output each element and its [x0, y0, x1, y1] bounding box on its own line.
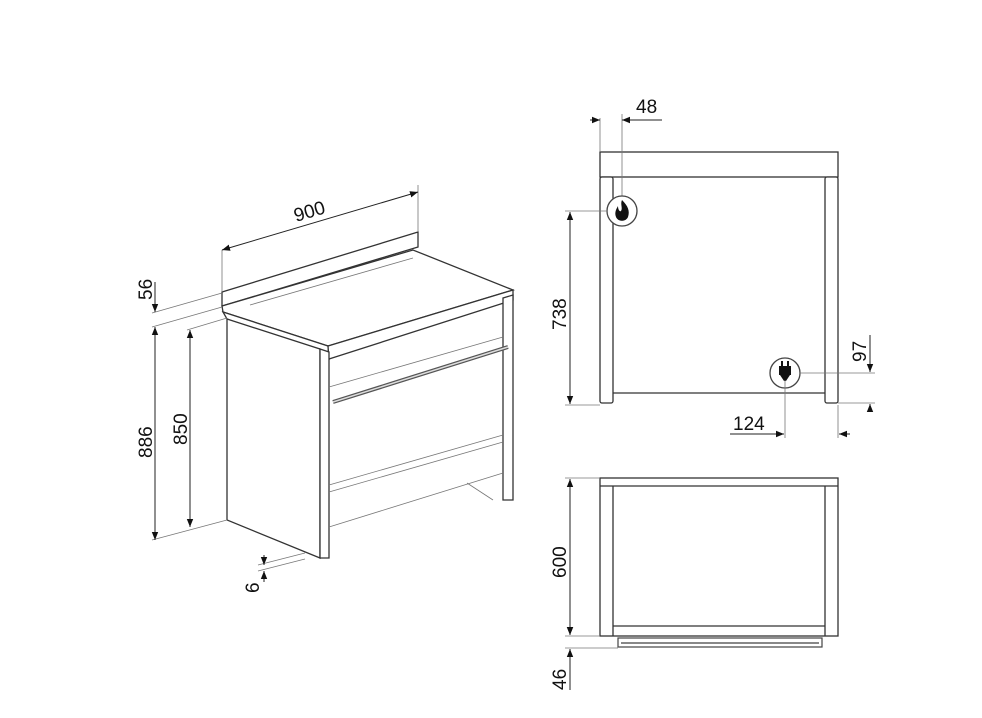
plug-icon — [779, 361, 791, 381]
total-height-label: 886 — [136, 426, 157, 458]
right-pillar — [502, 294, 514, 501]
isometric-cooker — [221, 231, 515, 559]
depth-label: 600 — [550, 546, 571, 578]
gas-offset-label: 48 — [636, 97, 657, 118]
gas-height-label: 738 — [550, 298, 571, 330]
foot-label: 6 — [243, 582, 264, 593]
front-pillar — [319, 348, 330, 559]
top-view: 600 46 — [550, 477, 839, 690]
width-label: 900 — [291, 198, 327, 227]
side-panel — [226, 318, 321, 559]
electric-offset-label: 124 — [733, 414, 765, 435]
handle-label: 46 — [550, 669, 571, 690]
worktop-height-label: 850 — [171, 413, 192, 445]
backsplash-label: 56 — [136, 279, 157, 300]
flame-icon — [615, 200, 629, 221]
side-view: 48 738 97 124 — [550, 97, 875, 438]
electric-height-label: 97 — [850, 341, 871, 362]
iso-dimensions: 900 56 886 850 6 — [136, 185, 419, 593]
